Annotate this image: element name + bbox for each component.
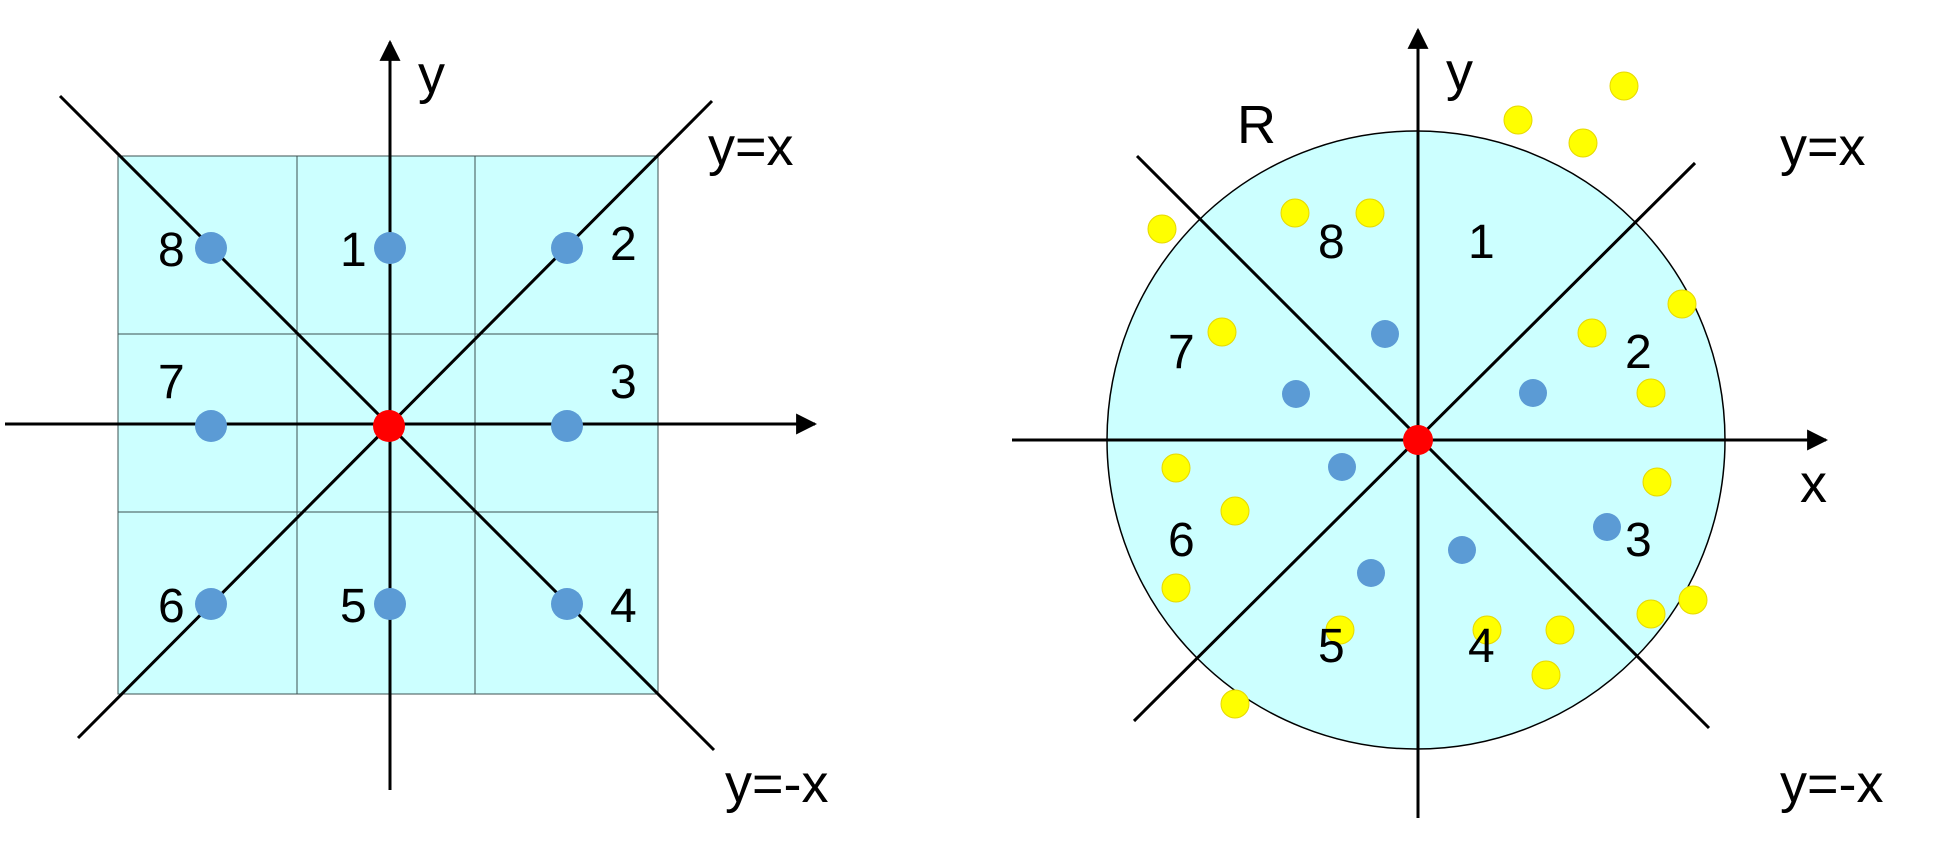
yellow-point — [1568, 128, 1598, 158]
yellow-point — [1472, 615, 1502, 645]
yellow-point — [1531, 660, 1561, 690]
neighbor-label-3: 3 — [610, 356, 637, 409]
yellow-point — [1220, 689, 1250, 719]
yellow-point — [1636, 599, 1666, 629]
right-circle-panel: y x R y=x y=-x 1 2 3 4 5 6 7 8 — [1012, 27, 1884, 818]
neighbor-point-6 — [195, 588, 227, 620]
yellow-point — [1355, 198, 1385, 228]
right-y-eq-neg-x-label: y=-x — [1780, 754, 1884, 814]
sector-label-4: 4 — [1468, 620, 1495, 673]
neighbor-label-8: 8 — [158, 224, 185, 277]
neighbor-label-4: 4 — [610, 580, 637, 633]
yellow-point — [1161, 453, 1191, 483]
neighbor-point-8 — [195, 232, 227, 264]
yellow-point — [1503, 105, 1533, 135]
neighbor-point-2 — [551, 232, 583, 264]
left-y-eq-x-label: y=x — [708, 117, 794, 177]
neighbor-point-7 — [195, 410, 227, 442]
blue-point — [1519, 379, 1547, 407]
yellow-point — [1147, 214, 1177, 244]
neighbor-label-7: 7 — [158, 356, 185, 409]
sector-label-1: 1 — [1468, 216, 1495, 269]
right-y-eq-x-label: y=x — [1780, 117, 1866, 177]
center-point-right — [1403, 425, 1433, 455]
radius-label: R — [1237, 95, 1276, 155]
sector-label-2: 2 — [1625, 326, 1652, 379]
left-y-axis-label: y — [418, 45, 445, 105]
sector-label-7: 7 — [1168, 326, 1195, 379]
neighbor-label-1: 1 — [340, 224, 367, 277]
neighbor-point-5 — [374, 588, 406, 620]
yellow-point — [1642, 467, 1672, 497]
blue-point — [1328, 453, 1356, 481]
sector-label-8: 8 — [1318, 216, 1345, 269]
yellow-point — [1161, 573, 1191, 603]
blue-point — [1448, 536, 1476, 564]
sector-label-3: 3 — [1625, 514, 1652, 567]
neighbor-label-5: 5 — [340, 580, 367, 633]
right-y-axis-label: y — [1446, 42, 1473, 102]
neighbor-point-4 — [551, 588, 583, 620]
yellow-point — [1577, 318, 1607, 348]
yellow-point — [1220, 496, 1250, 526]
yellow-point — [1280, 198, 1310, 228]
yellow-point — [1678, 585, 1708, 615]
yellow-point — [1636, 378, 1666, 408]
blue-point — [1593, 513, 1621, 541]
neighbor-label-2: 2 — [610, 218, 637, 271]
yellow-point — [1667, 289, 1697, 319]
yellow-point — [1325, 615, 1355, 645]
yellow-point — [1545, 615, 1575, 645]
yellow-point — [1609, 71, 1639, 101]
right-x-axis-label: x — [1800, 454, 1827, 514]
neighbor-point-3 — [551, 410, 583, 442]
blue-point — [1357, 559, 1385, 587]
blue-point — [1371, 320, 1399, 348]
left-grid-panel: y y=x y=-x 1 2 3 4 5 6 7 8 — [5, 39, 829, 814]
sector-label-5: 5 — [1318, 620, 1345, 673]
center-point — [373, 410, 405, 442]
neighbor-label-6: 6 — [158, 580, 185, 633]
blue-point — [1282, 380, 1310, 408]
sector-label-6: 6 — [1168, 514, 1195, 567]
yellow-point — [1207, 317, 1237, 347]
left-y-eq-neg-x-label: y=-x — [725, 754, 829, 814]
neighbor-point-1 — [374, 232, 406, 264]
